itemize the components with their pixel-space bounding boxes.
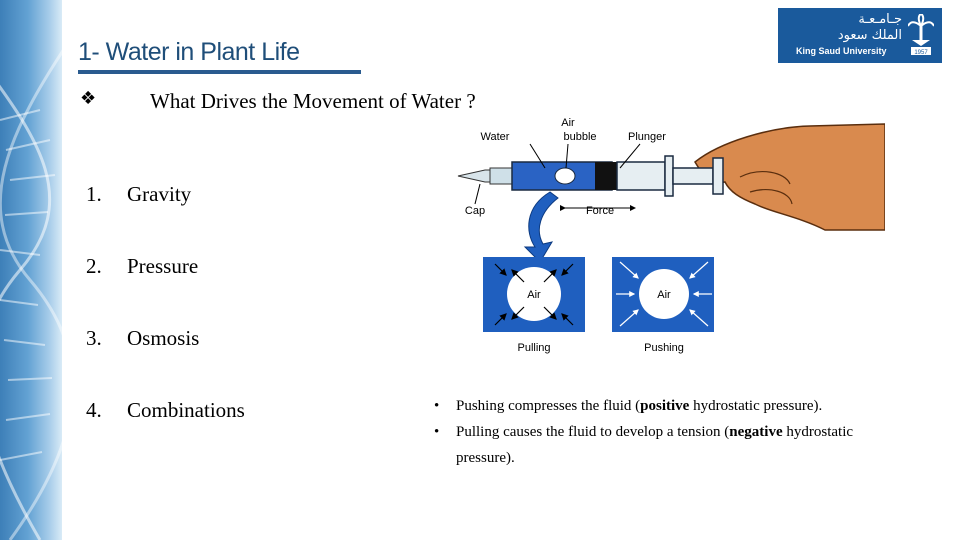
label-air-pushing: Air [657,289,671,301]
svg-text:1957: 1957 [914,50,928,56]
label-cap: Cap [465,205,485,217]
list-number: 3. [86,326,102,350]
term-pulling: Pulling [456,424,500,440]
label-pushing: Pushing [644,342,684,354]
pulling-diagram: Air Pulling [483,257,585,354]
list-item-gravity: 1. Gravity [86,182,191,207]
label-pulling: Pulling [517,342,550,354]
logo-arabic-line1: جـامـعـة [858,12,902,27]
university-logo: جـامـعـة الملك سعود King Saud University… [778,8,942,63]
list-item-combinations: 4. Combinations [86,398,245,423]
flow-arrow-icon [523,191,559,263]
list-number: 1. [86,182,102,206]
title-underline [78,70,361,74]
bullet-dot: • [434,424,440,440]
list-item-osmosis: 3. Osmosis [86,326,199,351]
bullet-dot: • [434,398,440,414]
label-air-pulling: Air [527,289,541,301]
term-negative: negative [729,424,783,440]
label-bubble: bubble [563,131,596,143]
description-text: hydrostatic pressure). [456,424,854,466]
list-number: 2. [86,254,102,278]
term-pushing: Pushing [456,398,505,414]
air-bubble [554,167,576,185]
description-text: compresses the fluid ( [504,398,641,414]
diamond-bullet-icon: ❖ [80,88,97,109]
list-text: Gravity [127,182,192,206]
description-item-pushing: • Pushing compresses the fluid (positive… [434,393,874,419]
list-text: Combinations [127,398,245,422]
slide-title: 1- Water in Plant Life [78,38,300,66]
palm-emblem-icon: 1957 [908,14,934,56]
list-text: Pressure [127,254,199,278]
question-heading: What Drives the Movement of Water ? [150,89,476,113]
description-text: causes the fluid to develop a tension ( [499,424,730,440]
list-text: Osmosis [127,326,200,350]
label-water: Water [481,131,510,143]
description-list: • Pushing compresses the fluid (positive… [434,393,874,471]
term-positive: positive [640,398,690,414]
syringe-diagram: Water Air bubble Plunger Cap Force Air P… [440,112,886,362]
label-plunger: Plunger [628,131,666,143]
list-number: 4. [86,398,102,422]
logo-arabic-line2: الملك سعود [837,28,902,43]
description-text: hydrostatic pressure). [689,398,823,414]
pushing-diagram: Air Pushing [612,257,714,354]
label-force: Force [586,205,614,217]
list-item-pressure: 2. Pressure [86,254,198,279]
logo-english-name: King Saud University [796,46,887,56]
label-air: Air [561,117,575,129]
dna-sidebar-decoration [0,0,62,540]
description-item-pulling: • Pulling causes the fluid to develop a … [434,419,874,471]
